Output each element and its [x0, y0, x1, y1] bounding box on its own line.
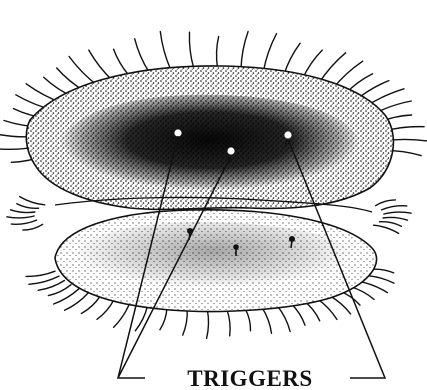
cilium — [89, 50, 113, 81]
cilium — [65, 293, 89, 311]
cilium — [17, 204, 39, 209]
cilium — [114, 49, 131, 76]
cilium — [263, 34, 276, 72]
cilium — [380, 222, 402, 227]
cilium — [135, 39, 150, 73]
cilium — [262, 308, 271, 334]
cilium — [189, 32, 193, 68]
cilium — [245, 309, 250, 331]
cilium — [160, 308, 167, 330]
cilium — [11, 220, 36, 224]
cilium — [277, 306, 290, 332]
lower-lobe-shading — [70, 222, 356, 295]
cilium — [135, 306, 147, 331]
cilium — [20, 197, 45, 205]
cilium — [376, 200, 396, 206]
upper-lobe-dark-interior — [60, 95, 360, 196]
cilium — [207, 310, 209, 338]
cilium — [183, 309, 188, 335]
triggers-caption: TRIGGERS — [187, 366, 312, 390]
cilium — [374, 225, 399, 233]
cilium — [383, 217, 407, 220]
cilium — [384, 212, 411, 214]
cilium — [54, 289, 79, 304]
cilium — [29, 276, 59, 284]
cilium — [7, 216, 34, 218]
cilium — [284, 43, 300, 74]
cilium — [382, 206, 407, 210]
cilium — [26, 271, 55, 276]
cilium — [217, 37, 219, 69]
cilium — [23, 224, 43, 230]
cilium — [359, 281, 388, 292]
cilium — [97, 300, 114, 319]
cilium — [81, 296, 100, 313]
cilium — [291, 304, 305, 326]
cilium — [241, 32, 248, 70]
cilium — [366, 276, 394, 284]
cilium — [11, 210, 35, 213]
cilium — [160, 32, 171, 71]
cilium — [114, 303, 130, 327]
cilium — [227, 310, 230, 336]
